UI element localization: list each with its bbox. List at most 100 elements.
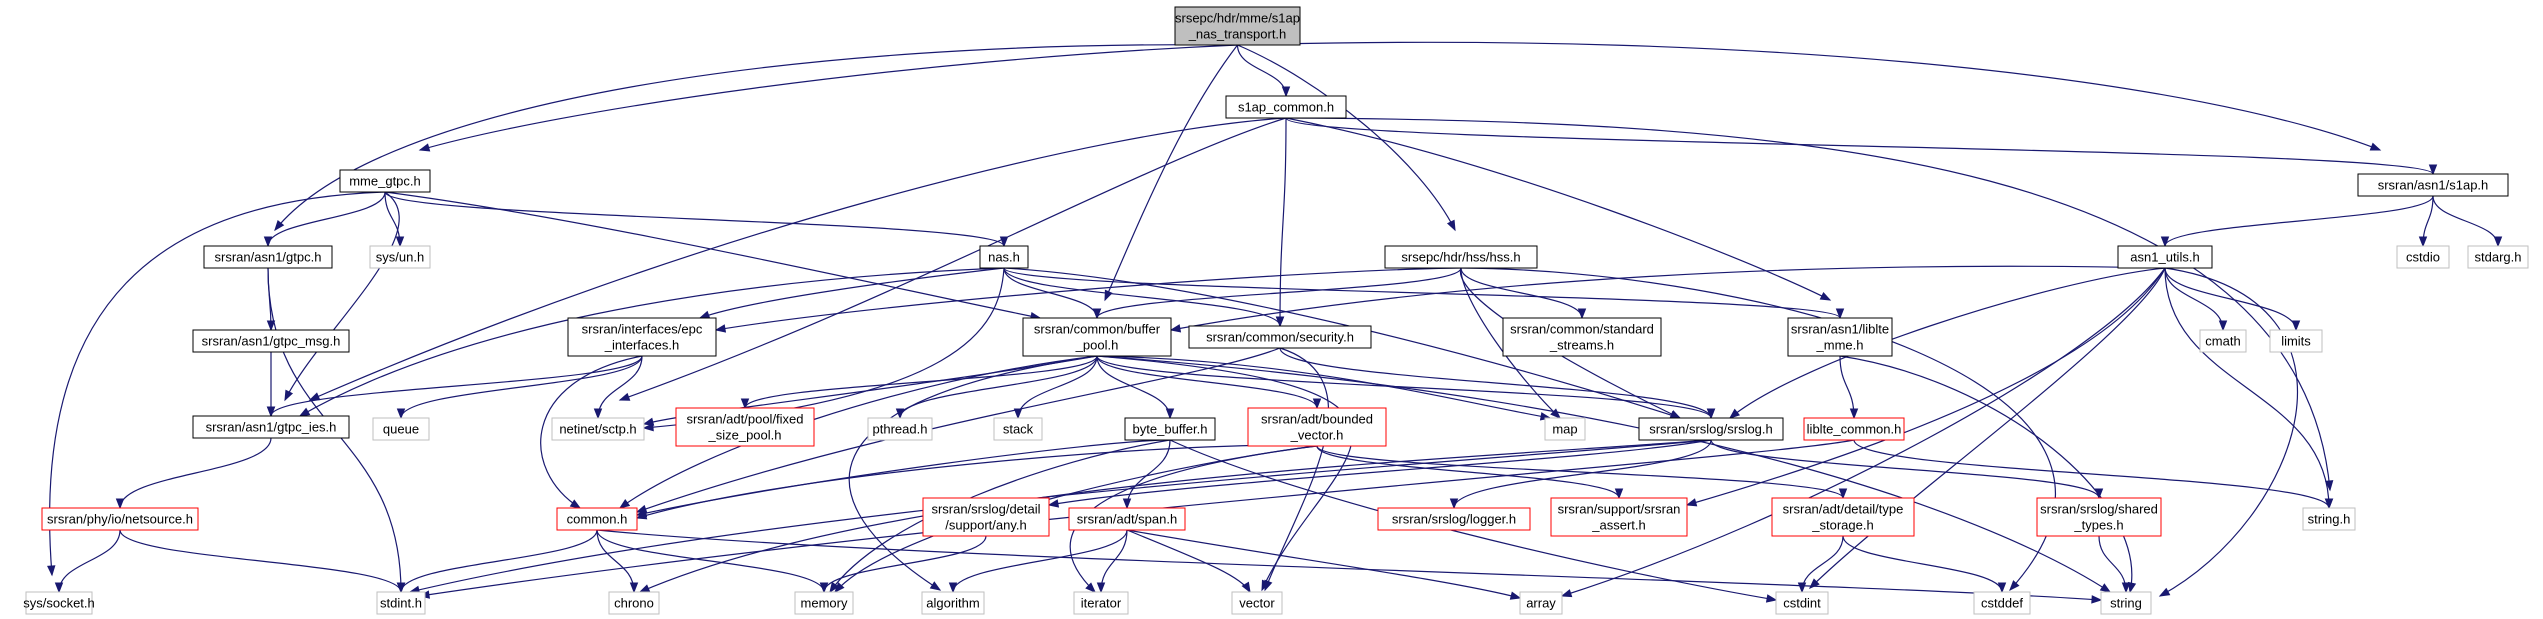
edge-arrowhead	[396, 408, 406, 420]
edge-s1ap-common-to-sctp	[619, 117, 1287, 401]
node-map[interactable]: map	[1544, 417, 1586, 441]
node-cstdint[interactable]: cstdint	[1775, 591, 1829, 615]
node-label: queue	[383, 422, 419, 437]
node-logger[interactable]: srsran/srslog/logger.h	[1377, 507, 1531, 531]
node-iterator[interactable]: iterator	[1073, 591, 1129, 615]
edge-arrowhead	[999, 236, 1009, 248]
node-stdarg[interactable]: stdarg.h	[2467, 245, 2529, 269]
node-string[interactable]: string	[2100, 591, 2152, 615]
edge-arrowhead	[2160, 236, 2170, 248]
node-box	[921, 591, 985, 615]
node-span[interactable]: srsran/adt/span.h	[1068, 507, 1186, 531]
edge-arrowhead	[2218, 320, 2228, 332]
node-label: srsran/srslog/srslog.h	[1649, 422, 1773, 437]
edge-buffer-pool-to-common	[619, 355, 1098, 509]
node-label: sys/socket.h	[23, 596, 95, 611]
node-box	[25, 591, 93, 615]
node-nas[interactable]: nas.h	[979, 245, 1029, 269]
edge-arrowhead	[263, 236, 273, 248]
node-stack[interactable]: stack	[993, 417, 1043, 441]
node-vector[interactable]: vector	[1231, 591, 1283, 615]
node-limits[interactable]: limits	[2269, 329, 2323, 353]
edge-arrowhead	[1509, 591, 1522, 600]
node-sys-un[interactable]: sys/un.h	[369, 245, 431, 269]
node-epc-if[interactable]: srsran/interfaces/epc_interfaces.h	[567, 317, 717, 357]
edge-s1ap-common-to-security	[1279, 117, 1287, 327]
edge-asn1-s1ap-to-stdarg	[2432, 195, 2499, 247]
node-srsran-assert[interactable]: srsran/support/srsran_assert.h	[1550, 497, 1688, 537]
node-label: asn1_utils.h	[2130, 250, 2199, 265]
edge-liblte-mme-to-string	[1839, 355, 2133, 593]
edge-srslog-to-any	[1048, 439, 1712, 506]
edge-s1ap-common-to-asn1-s1ap	[1285, 117, 2434, 175]
node-label: cmath	[2205, 334, 2240, 349]
node-label: sys/un.h	[376, 250, 424, 265]
node-box	[1787, 317, 1893, 357]
edge-arrowhead	[1997, 582, 2007, 594]
node-gtpc-ies[interactable]: srsran/asn1/gtpc_ies.h	[192, 415, 350, 439]
node-string-h[interactable]: string.h	[2302, 507, 2356, 531]
node-asn1-s1ap[interactable]: srsran/asn1/s1ap.h	[2357, 173, 2509, 197]
edge-arrowhead	[1275, 316, 1285, 328]
node-pthread[interactable]: pthread.h	[867, 417, 933, 441]
node-hss[interactable]: srsepc/hdr/hss/hss.h	[1384, 245, 1538, 269]
node-label: srsran/asn1/liblte	[1791, 322, 1889, 337]
node-buffer-pool[interactable]: srsran/common/buffer_pool.h	[1022, 317, 1172, 357]
node-asn1-utils[interactable]: asn1_utils.h	[2117, 245, 2213, 269]
node-sys-socket[interactable]: sys/socket.h	[23, 591, 95, 615]
node-gtpc-msg[interactable]: srsran/asn1/gtpc_msg.h	[192, 329, 350, 353]
edge-arrowhead	[1169, 324, 1182, 333]
node-box	[675, 407, 815, 447]
edge-arrowhead	[1165, 408, 1175, 420]
edge-epc-if-to-queue	[400, 355, 643, 419]
node-algorithm[interactable]: algorithm	[921, 591, 985, 615]
node-type-storage[interactable]: srsran/adt/detail/type_storage.h	[1771, 497, 1915, 537]
node-sctp[interactable]: netinet/sctp.h	[551, 417, 645, 441]
node-chrono[interactable]: chrono	[608, 591, 660, 615]
node-label: _vector.h	[1290, 428, 1344, 443]
node-byte-buffer[interactable]: byte_buffer.h	[1124, 417, 1216, 441]
node-bounded-vector[interactable]: srsran/adt/bounded_vector.h	[1247, 407, 1387, 447]
edge-arrowhead	[266, 320, 276, 332]
edge-nas-to-security	[1003, 267, 1281, 327]
node-box	[2199, 329, 2247, 353]
node-security[interactable]: srsran/common/security.h	[1188, 325, 1372, 349]
edge-arrowhead	[948, 582, 958, 594]
edge-common-to-string	[596, 529, 2102, 601]
edge-arrowhead	[47, 565, 56, 577]
node-label: /support/any.h	[945, 518, 1026, 533]
node-liblte-mme[interactable]: srsran/asn1/liblte_mme.h	[1787, 317, 1893, 357]
edge-asn1-utils-to-limits	[2164, 267, 2297, 331]
node-srslog[interactable]: srsran/srslog/srslog.h	[1638, 417, 1784, 441]
node-any[interactable]: srsran/srslog/detail/support/any.h	[922, 497, 1050, 537]
edge-srslog-to-logger	[1453, 439, 1712, 509]
node-mme-gtpc[interactable]: mme_gtpc.h	[339, 169, 431, 193]
node-netsource[interactable]: srsran/phy/io/netsource.h	[41, 507, 199, 531]
node-label: cstddef	[1981, 596, 2023, 611]
node-std-streams[interactable]: srsran/common/standard_streams.h	[1502, 317, 1662, 357]
edge-mme-gtpc-to-gtpc-ies	[284, 191, 400, 401]
node-queue[interactable]: queue	[372, 417, 430, 441]
node-common[interactable]: common.h	[556, 507, 638, 531]
node-shared-types[interactable]: srsran/srslog/shared_types.h	[2036, 497, 2162, 537]
node-cstdio[interactable]: cstdio	[2396, 245, 2450, 269]
edge-bounded-vector-to-memory	[834, 445, 1318, 593]
node-cstddef[interactable]: cstddef	[1973, 591, 2031, 615]
node-box	[192, 329, 350, 353]
node-liblte-common[interactable]: liblte_common.h	[1803, 417, 1905, 441]
node-s1ap-common[interactable]: s1ap_common.h	[1225, 95, 1347, 119]
node-cmath[interactable]: cmath	[2199, 329, 2247, 353]
edge-hss-to-epc-if	[715, 267, 1462, 331]
node-box	[1775, 591, 1829, 615]
node-fixed-pool[interactable]: srsran/adt/pool/fixed_size_pool.h	[675, 407, 815, 447]
edge-asn1-utils-to-array	[1561, 267, 2166, 597]
node-asn1-gtpc[interactable]: srsran/asn1/gtpc.h	[203, 245, 333, 269]
node-array[interactable]: array	[1519, 591, 1563, 615]
edge-arrowhead	[1835, 308, 1845, 320]
node-stdint[interactable]: stdint.h	[376, 591, 426, 615]
edge-common-to-stdint	[400, 529, 598, 593]
node-root[interactable]: srsepc/hdr/mme/s1ap_nas_transport.h	[1174, 6, 1301, 46]
edge-bounded-vector-to-type-storage	[1316, 445, 1844, 499]
node-memory[interactable]: memory	[794, 591, 854, 615]
